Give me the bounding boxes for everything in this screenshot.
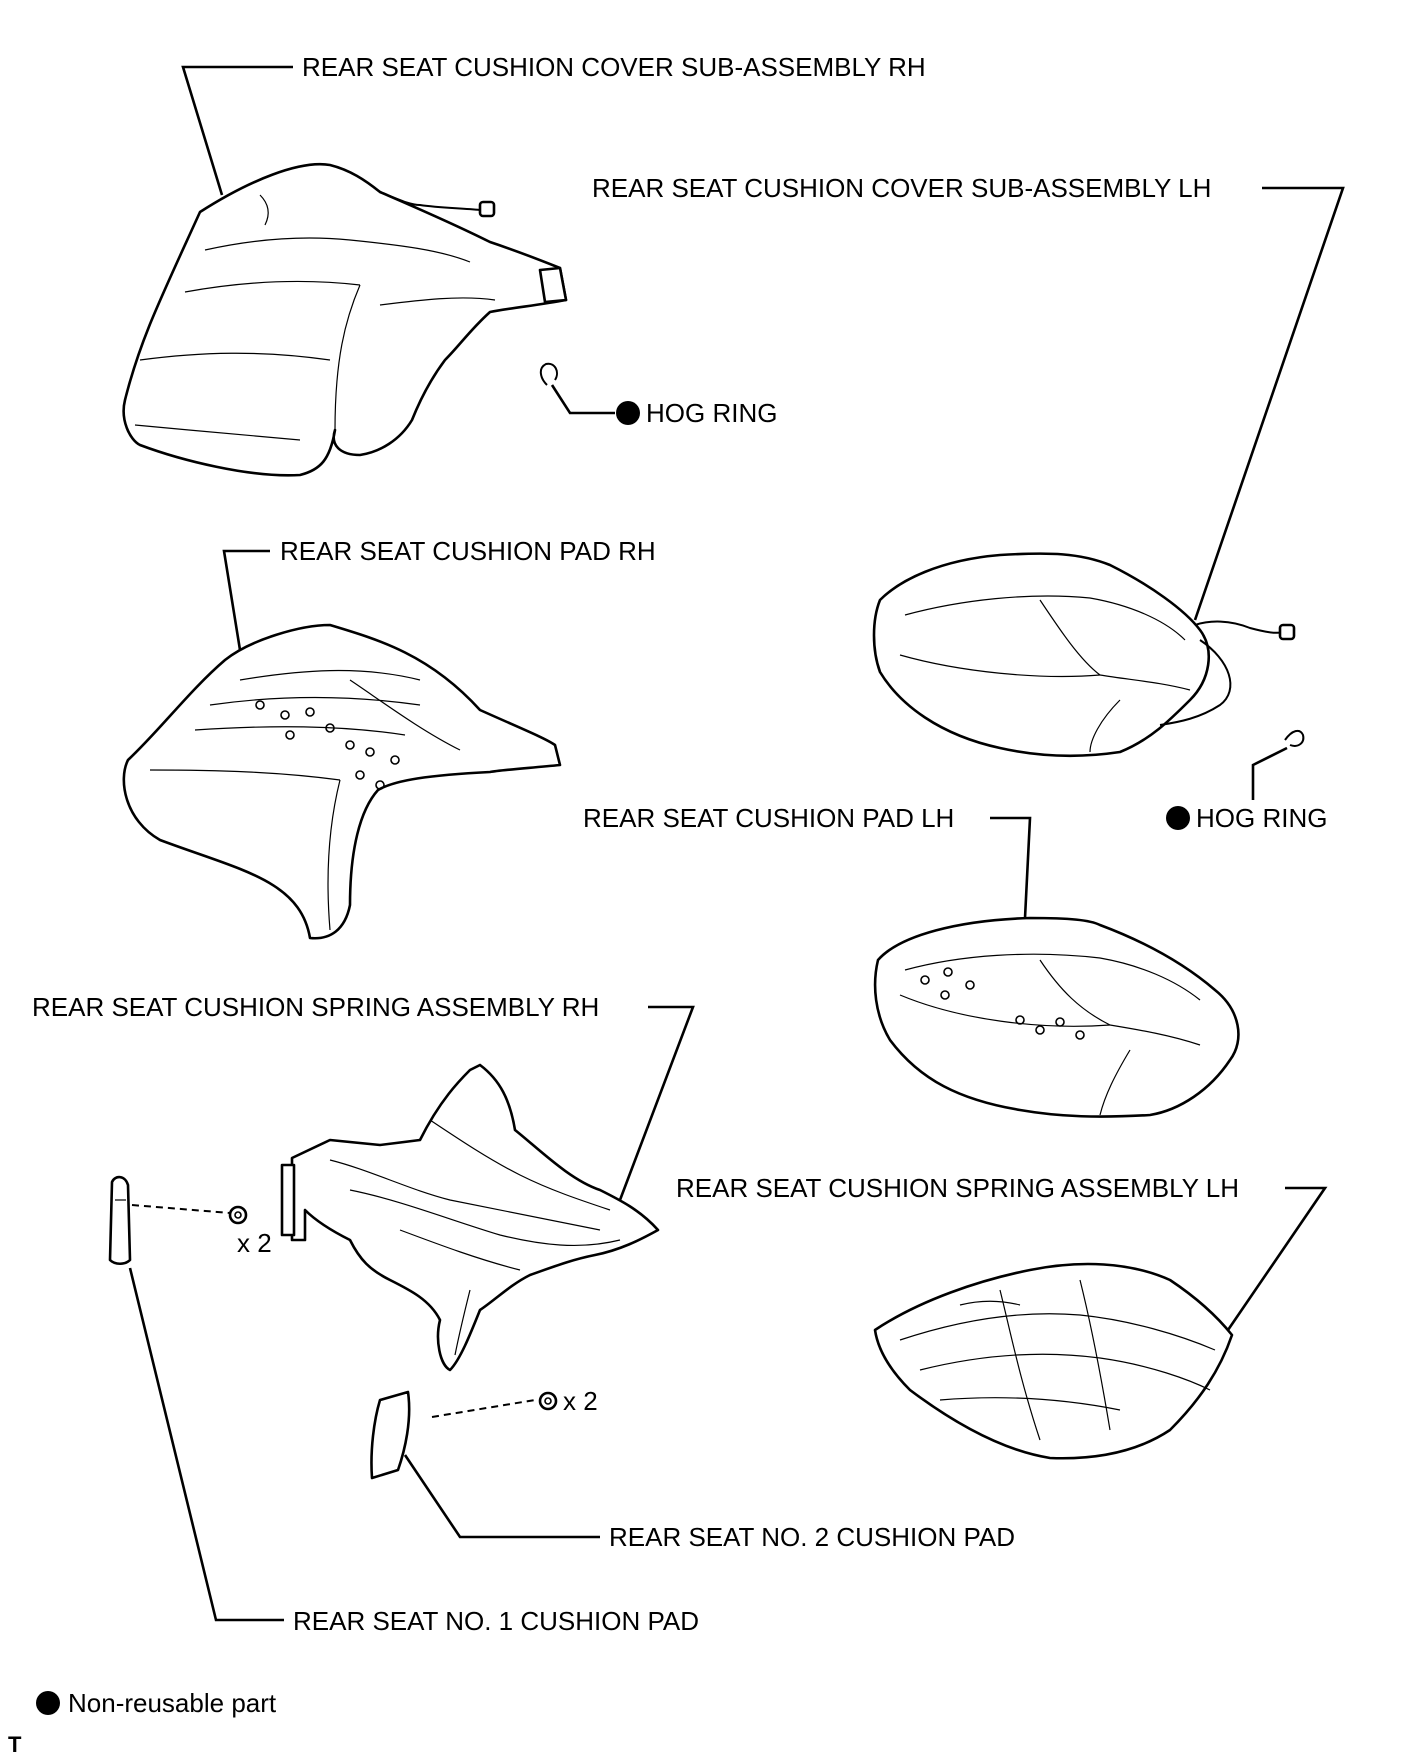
pad-rh-leader bbox=[222, 549, 270, 651]
non-reusable-marker-icon bbox=[1166, 806, 1190, 830]
pad-lh-label: REAR SEAT CUSHION PAD LH bbox=[583, 803, 954, 833]
legend-non-reusable-icon bbox=[36, 1691, 60, 1715]
spring-rh-label: REAR SEAT CUSHION SPRING ASSEMBLY RH bbox=[32, 992, 599, 1022]
spring-rh-illustration bbox=[280, 1063, 660, 1372]
pad-lh-illustration bbox=[873, 916, 1240, 1118]
spring-lh-label: REAR SEAT CUSHION SPRING ASSEMBLY LH bbox=[676, 1173, 1239, 1203]
cover-rh-label: REAR SEAT CUSHION COVER SUB-ASSEMBLY RH bbox=[302, 52, 926, 82]
spring-rh-leader bbox=[618, 1005, 695, 1201]
spring-lh-leader bbox=[1226, 1186, 1328, 1331]
cover-rh-leader bbox=[181, 65, 293, 196]
cover-rh-illustration bbox=[122, 162, 568, 477]
cover-lh-label: REAR SEAT CUSHION COVER SUB-ASSEMBLY LH bbox=[592, 173, 1211, 203]
hog-ring-rh-leader bbox=[550, 384, 615, 415]
no1-pad-illustration bbox=[108, 1175, 132, 1266]
hog-ring-lh-leader bbox=[1251, 746, 1288, 800]
hog-ring-icon bbox=[539, 362, 558, 386]
qty-no2-label: x 2 bbox=[563, 1386, 598, 1416]
no1-pad-leader bbox=[128, 1267, 284, 1622]
corner-mark: T bbox=[8, 1732, 22, 1757]
no1-pad-label: REAR SEAT NO. 1 CUSHION PAD bbox=[293, 1606, 699, 1636]
spring-lh-illustration bbox=[873, 1262, 1234, 1460]
hog-ring-icon bbox=[1284, 729, 1305, 747]
no2-pad-leader bbox=[403, 1454, 600, 1539]
nut-icon bbox=[228, 1205, 248, 1225]
hog-ring-lh-label: HOG RING bbox=[1196, 803, 1327, 833]
qty-no1-label: x 2 bbox=[237, 1228, 272, 1258]
no2-pad-label: REAR SEAT NO. 2 CUSHION PAD bbox=[609, 1522, 1015, 1552]
pad-rh-label: REAR SEAT CUSHION PAD RH bbox=[280, 536, 656, 566]
pad-rh-illustration bbox=[122, 623, 562, 940]
nut-icon bbox=[538, 1391, 558, 1411]
cover-lh-illustration bbox=[872, 552, 1296, 758]
no2-pad-illustration bbox=[370, 1390, 411, 1480]
no1-pad-fastener-line bbox=[131, 1204, 231, 1214]
non-reusable-marker-icon bbox=[616, 401, 640, 425]
hog-ring-rh-label: HOG RING bbox=[646, 398, 777, 428]
pad-lh-leader bbox=[990, 816, 1032, 919]
no2-pad-fastener-line bbox=[431, 1399, 536, 1418]
legend-non-reusable-label: Non-reusable part bbox=[68, 1688, 277, 1718]
cover-lh-leader bbox=[1193, 186, 1345, 621]
